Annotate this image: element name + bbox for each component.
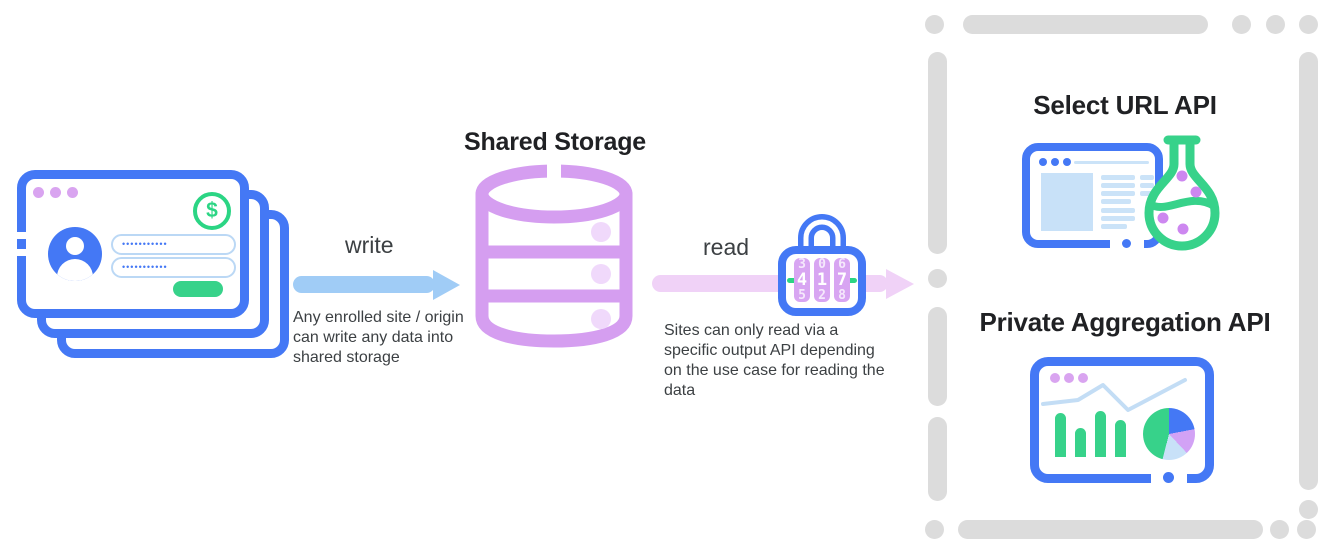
select-url-api-title: Select URL API (1033, 90, 1217, 120)
line-chart-icon (1041, 378, 1187, 412)
lock-wheel[interactable]: 6 7 8 (834, 258, 850, 302)
write-label: write (345, 232, 394, 258)
pie-chart-icon (1143, 408, 1195, 460)
border-gap (17, 249, 26, 256)
dollar-circle-icon: $ (193, 192, 231, 230)
submit-button[interactable] (173, 281, 223, 297)
lock-wheel[interactable]: 3 4 5 (794, 258, 810, 302)
wheel-digit-ghost: 6 (838, 258, 846, 272)
read-label: read (703, 234, 750, 260)
lock-wheel[interactable]: 0 1 2 (814, 258, 830, 302)
user-avatar (48, 227, 102, 281)
wheel-digit: 1 (816, 270, 828, 290)
password-field[interactable]: ••••••••••• (111, 257, 236, 278)
window-control-dot-icon (1064, 373, 1074, 383)
bar-chart-bar (1095, 411, 1106, 457)
read-arrow-head (886, 269, 914, 299)
window-control-dot-icon (33, 187, 44, 198)
bar-chart-bar (1075, 428, 1086, 457)
experiment-flask-icon (1144, 135, 1220, 251)
border-dot-icon (1163, 472, 1174, 483)
wheel-digit: 7 (836, 270, 848, 290)
shared-storage-title: Shared Storage (464, 128, 646, 156)
wheel-digit: 4 (796, 270, 808, 290)
toolbar-line (1074, 161, 1149, 164)
window-control-dot-icon (1078, 373, 1088, 383)
lock-dash-icon (787, 278, 797, 283)
wheel-digit-ghost: 2 (818, 288, 826, 302)
window-control-dot-icon (1039, 158, 1047, 166)
window-control-dot-icon (1050, 373, 1060, 383)
write-description: Any enrolled site / origin can write any… (293, 309, 464, 366)
write-arrow (293, 276, 435, 293)
window-control-dot-icon (1063, 158, 1071, 166)
database-icon (475, 164, 633, 348)
wheel-digit-ghost: 3 (798, 258, 806, 272)
border-dot-icon (1122, 239, 1131, 248)
window-control-dot-icon (50, 187, 61, 198)
wheel-digit-ghost: 5 (798, 288, 806, 302)
read-description: Sites can only read via a specific outpu… (664, 322, 885, 399)
content-thumbnail (1041, 173, 1093, 231)
lock-dash-icon (847, 278, 857, 283)
private-aggregation-api-title: Private Aggregation API (979, 307, 1271, 337)
avatar-body (57, 259, 93, 281)
avatar-head (66, 237, 84, 255)
wheel-digit-ghost: 0 (818, 258, 826, 272)
analytics-dashboard-icon (1030, 357, 1214, 483)
window-control-dot-icon (1051, 158, 1059, 166)
window-control-dot-icon (67, 187, 78, 198)
write-arrow-head (433, 270, 460, 300)
bar-chart-bar (1115, 420, 1126, 457)
border-gap (17, 232, 26, 239)
wheel-digit-ghost: 8 (838, 288, 846, 302)
bar-chart-bar (1055, 413, 1066, 457)
browser-window-front: $ ••••••••••• ••••••••••• (17, 170, 249, 318)
password-field[interactable]: ••••••••••• (111, 234, 236, 255)
combination-lock-icon: 3 4 5 0 1 2 6 7 8 (778, 204, 866, 316)
